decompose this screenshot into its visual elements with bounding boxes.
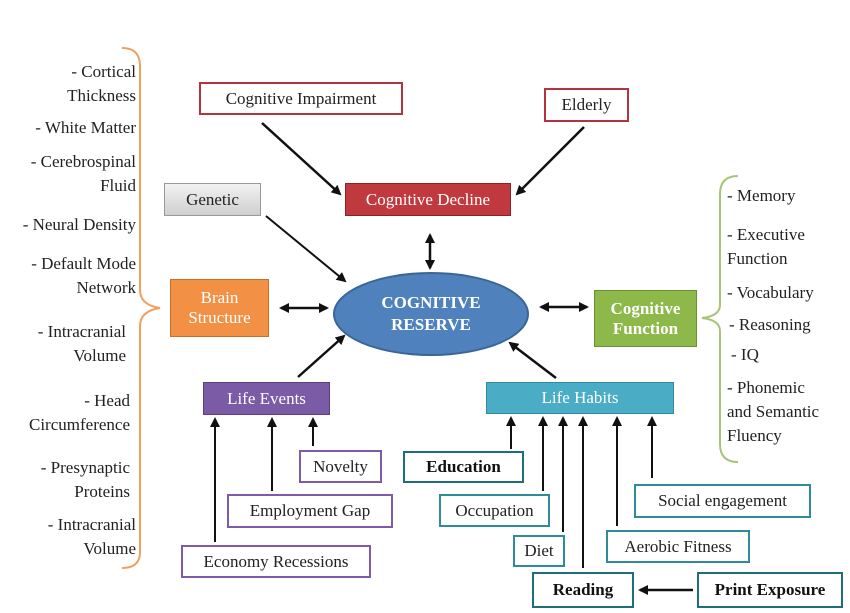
brain-structure-item: - Cerebrospinal Fluid (31, 150, 136, 198)
aerobic-fitness-label: Aerobic Fitness (624, 536, 732, 556)
function-item-line1: - Memory (727, 186, 796, 205)
social-engagement-label: Social engagement (658, 491, 787, 511)
function-item-line2: Function (727, 248, 788, 268)
brain-item-line2: Volume (83, 538, 136, 558)
occupation-label: Occupation (455, 500, 534, 520)
brain-item-line1: - Intracranial (37, 322, 126, 341)
node-aerobic-fitness: Aerobic Fitness (606, 530, 750, 563)
node-social-engagement: Social engagement (634, 484, 811, 518)
node-elderly: Elderly (544, 88, 629, 122)
arrow-events-to-center (297, 334, 346, 378)
right-brace (701, 175, 739, 463)
brain-structure-item: - Default Mode Network (31, 252, 136, 300)
brain-item-line2: Fluid (100, 175, 136, 195)
brain-item-line1: - Presynaptic (40, 458, 130, 477)
function-item-line1: - Executive (727, 225, 805, 244)
function-item-line3: Fluency (727, 425, 782, 445)
reading-label: Reading (552, 580, 614, 600)
brain-item-line1: - Neural Density (22, 215, 136, 234)
function-item-line1: - Phonemic (727, 378, 805, 397)
node-diet: Diet (513, 535, 565, 567)
brain-structure-item: - Presynaptic Proteins (41, 456, 130, 504)
economy-recessions-label: Economy Recessions (203, 551, 349, 571)
cognitive-reserve-line1: COGNITIVE (381, 292, 481, 312)
arrow-elderly-to-decline (515, 126, 585, 196)
node-cognitive-reserve: COGNITIVE RESERVE (333, 272, 529, 356)
brain-item-line2: Network (76, 277, 136, 297)
cognitive-function-item: - Phonemic and Semantic Fluency (727, 376, 819, 447)
node-cognitive-impairment: Cognitive Impairment (199, 82, 403, 115)
brain-item-line1: - Default Mode (31, 254, 136, 273)
brain-structure-line1: Brain (200, 288, 239, 308)
brain-item-line1: - Cortical (71, 62, 136, 81)
genetic-label: Genetic (186, 189, 239, 209)
function-item-line1: - IQ (731, 345, 759, 364)
node-brain-structure: Brain Structure (170, 279, 269, 337)
brain-structure-item: - Neural Density (23, 213, 136, 237)
brain-structure-item: - White Matter (35, 116, 136, 140)
brain-item-line1: - Cerebrospinal (30, 152, 136, 171)
node-cognitive-function: Cognitive Function (594, 290, 697, 347)
arrow-genetic-to-center (265, 215, 347, 283)
brain-item-line2: Circumference (29, 414, 130, 434)
node-economy-recessions: Economy Recessions (181, 545, 371, 578)
node-genetic: Genetic (164, 183, 261, 216)
brain-structure-item: - Intracranial Volume (48, 513, 136, 561)
cognitive-function-item: - Executive Function (727, 223, 805, 271)
cognitive-function-line2: Function (612, 318, 679, 338)
life-events-label: Life Events (227, 388, 306, 408)
node-life-habits: Life Habits (486, 382, 674, 414)
node-employment-gap: Employment Gap (227, 494, 393, 528)
node-life-events: Life Events (203, 382, 330, 415)
brain-item-line2: Thickness (67, 85, 136, 105)
cognitive-function-line1: Cognitive (610, 298, 681, 318)
print-exposure-label: Print Exposure (714, 580, 826, 600)
diet-label: Diet (524, 541, 554, 561)
cognitive-function-item: - IQ (731, 343, 759, 367)
brain-item-line2: Volume (73, 345, 126, 365)
node-cognitive-decline: Cognitive Decline (345, 183, 511, 216)
node-print-exposure: Print Exposure (697, 572, 843, 608)
employment-gap-label: Employment Gap (249, 501, 371, 521)
function-item-line1: - Reasoning (729, 315, 811, 334)
cognitive-reserve-line2: RESERVE (391, 315, 471, 334)
cognitive-function-item: - Vocabulary (727, 281, 814, 305)
elderly-label: Elderly (561, 95, 612, 115)
node-occupation: Occupation (439, 494, 550, 527)
brain-item-line1: - Intracranial (47, 515, 136, 534)
arrow-impairment-to-decline (261, 122, 342, 196)
arrow-habits-to-center (508, 341, 557, 379)
cognitive-function-item: - Memory (727, 184, 795, 208)
node-novelty: Novelty (299, 450, 382, 483)
brain-structure-item: - Intracranial Volume (38, 320, 126, 368)
cognitive-function-item: - Reasoning (729, 313, 811, 337)
brain-item-line2: Proteins (74, 481, 130, 501)
brain-item-line1: - Head (84, 391, 130, 410)
function-item-line2: and Semantic (727, 401, 820, 421)
novelty-label: Novelty (313, 456, 368, 476)
brain-item-line1: - White Matter (35, 118, 136, 137)
brain-structure-item: - Head Circumference (29, 389, 130, 437)
brain-structure-item: - Cortical Thickness (67, 60, 136, 108)
education-label: Education (426, 457, 501, 477)
life-habits-label: Life Habits (541, 388, 619, 408)
cognitive-decline-label: Cognitive Decline (365, 189, 491, 209)
left-brace (121, 47, 161, 569)
node-education: Education (403, 451, 524, 483)
cognitive-impairment-label: Cognitive Impairment (225, 88, 377, 108)
function-item-line1: - Vocabulary (727, 283, 814, 302)
node-reading: Reading (532, 572, 634, 608)
brain-structure-line2: Structure (188, 308, 251, 327)
